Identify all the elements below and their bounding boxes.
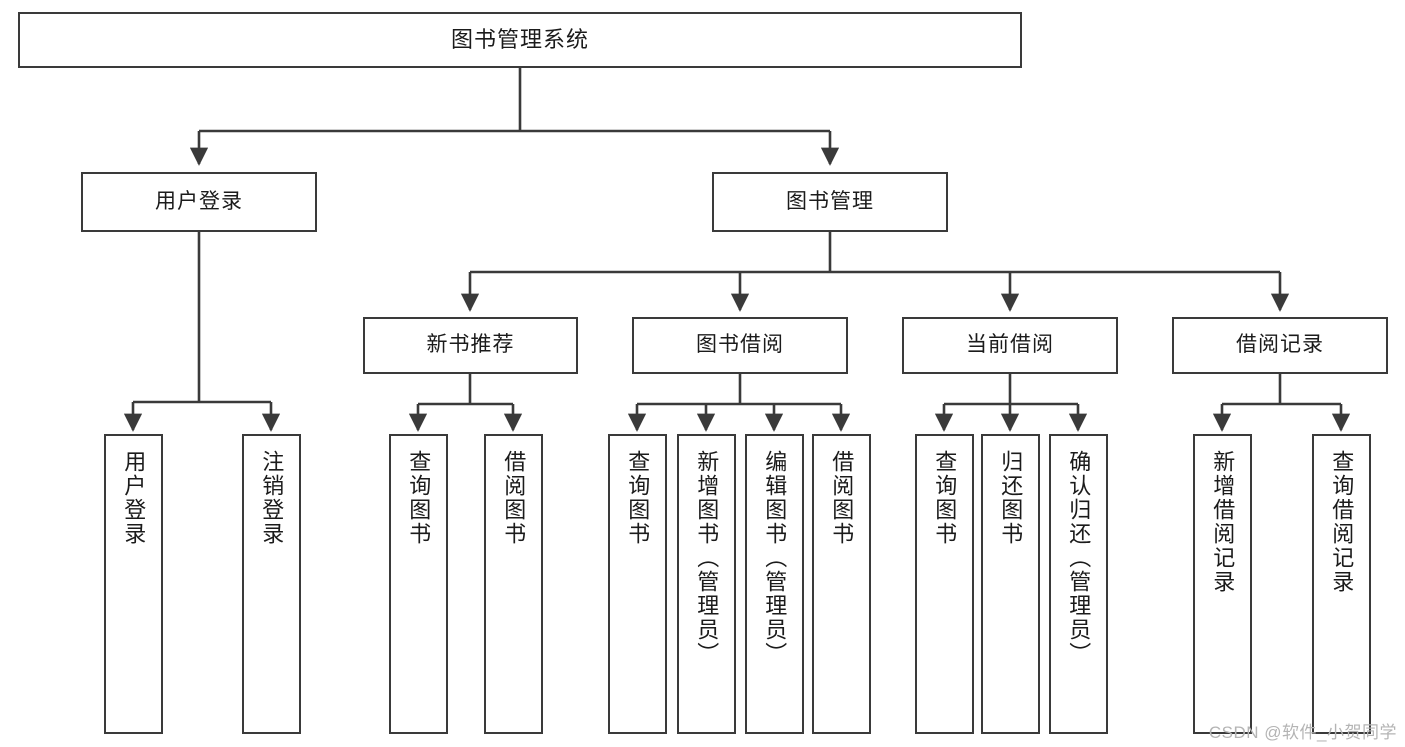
node-borrow-record[interactable]: 借阅记录 (1172, 317, 1388, 374)
node-leaf-query-borrow-record[interactable]: 查询借阅记录 (1312, 434, 1371, 734)
node-user-login[interactable]: 用户登录 (81, 172, 317, 232)
node-label: 归还图书 (998, 450, 1024, 546)
node-label: 借阅图书 (829, 450, 855, 546)
node-label: 查询图书 (625, 450, 651, 546)
node-label: 查询借阅记录 (1329, 450, 1355, 594)
node-label: 编辑图书（管理员） (762, 450, 788, 666)
node-label: 图书管理 (786, 189, 874, 213)
node-book-management[interactable]: 图书管理 (712, 172, 948, 232)
node-label: 用户登录 (121, 450, 147, 546)
node-leaf-borrow-book[interactable]: 借阅图书 (812, 434, 871, 734)
node-leaf-confirm-return-admin[interactable]: 确认归还（管理员） (1049, 434, 1108, 734)
node-root-system[interactable]: 图书管理系统 (18, 12, 1022, 68)
node-leaf-return-book[interactable]: 归还图书 (981, 434, 1040, 734)
node-label: 查询图书 (932, 450, 958, 546)
node-current-borrow[interactable]: 当前借阅 (902, 317, 1118, 374)
node-label: 借阅图书 (501, 450, 527, 546)
node-leaf-borrow-book-recommend[interactable]: 借阅图书 (484, 434, 543, 734)
node-leaf-user-login[interactable]: 用户登录 (104, 434, 163, 734)
node-label: 新增借阅记录 (1210, 450, 1236, 594)
node-label: 用户登录 (155, 189, 243, 213)
node-leaf-add-borrow-record[interactable]: 新增借阅记录 (1193, 434, 1252, 734)
node-label: 注销登录 (259, 450, 285, 546)
node-leaf-edit-book-admin[interactable]: 编辑图书（管理员） (745, 434, 804, 734)
node-label: 新增图书（管理员） (694, 450, 720, 666)
node-book-borrow[interactable]: 图书借阅 (632, 317, 848, 374)
node-leaf-query-book-current[interactable]: 查询图书 (915, 434, 974, 734)
node-label: 确认归还（管理员） (1066, 450, 1092, 666)
node-label: 新书推荐 (426, 333, 515, 357)
node-label: 借阅记录 (1236, 333, 1324, 357)
watermark-text: CSDN @软件_小贺同学 (1208, 723, 1397, 742)
node-label: 当前借阅 (966, 333, 1054, 357)
node-label: 图书管理系统 (450, 27, 589, 53)
node-label: 图书借阅 (696, 333, 784, 357)
node-leaf-add-book-admin[interactable]: 新增图书（管理员） (677, 434, 736, 734)
node-label: 查询图书 (406, 450, 432, 546)
node-leaf-query-book-borrow[interactable]: 查询图书 (608, 434, 667, 734)
node-leaf-logout[interactable]: 注销登录 (242, 434, 301, 734)
node-new-book-recommend[interactable]: 新书推荐 (363, 317, 578, 374)
node-leaf-query-book-recommend[interactable]: 查询图书 (389, 434, 448, 734)
